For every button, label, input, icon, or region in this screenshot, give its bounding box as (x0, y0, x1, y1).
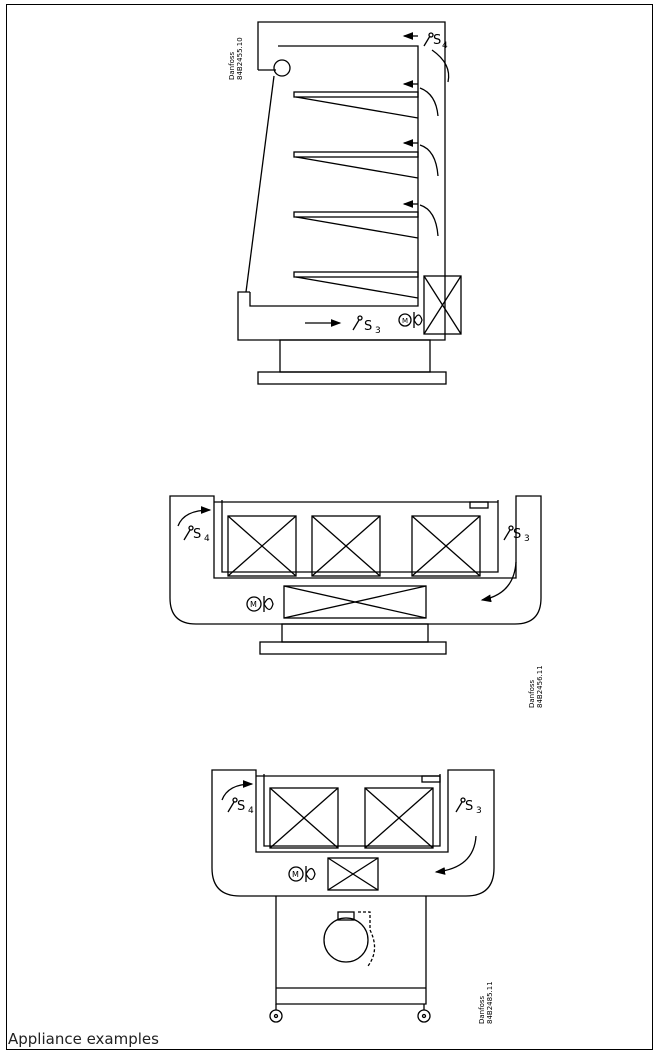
figure-caption: Appliance examples (8, 1030, 159, 1048)
evaporator (423, 275, 462, 335)
svg-text:Danfoss: Danfoss (478, 995, 486, 1024)
svg-text:Danfoss: Danfoss (228, 51, 236, 80)
air-flow-arrows (305, 32, 450, 327)
svg-text:84B2455.10: 84B2455.10 (236, 37, 244, 80)
svg-text:84B2485.11: 84B2485.11 (486, 981, 494, 1024)
figure-1-reference: Danfoss 84B2455.10 (228, 37, 244, 80)
figure-1-sensor-s3-sub: 3 (375, 326, 381, 336)
fan-motor (246, 596, 262, 612)
svg-text:Danfoss: Danfoss (528, 679, 536, 708)
evaporator (327, 857, 379, 891)
figure-2-sensor-s4: S (193, 527, 201, 542)
figure-2-sensor-s3-sub: 3 (524, 534, 530, 544)
figure-1-sensor-s4: S (433, 33, 441, 48)
figure-3-sensor-s3-sub: 3 (476, 806, 482, 816)
figure-3-motor-label: M (292, 870, 299, 879)
figure-3-sensor-s3: S (465, 799, 473, 814)
figure-3-sensor-s4-sub: 4 (248, 806, 254, 816)
figure-2-motor-label: M (250, 600, 257, 609)
evaporator (283, 585, 427, 619)
figure-1-sensor-s4-sub: 4 (442, 41, 448, 51)
figure-2-sensor-s3: S (513, 527, 521, 542)
figure-1-motor-label: M (402, 317, 408, 325)
figure-2-sensor-s4-sub: 4 (204, 534, 210, 544)
figure-frame (6, 4, 653, 1050)
figure-2-reference: Danfoss 84B2456.11 (528, 665, 544, 708)
compressor (323, 917, 369, 963)
fan-motor (398, 313, 412, 327)
figure-3-plugin-case (211, 769, 495, 1023)
figure-2-island-case (169, 495, 542, 655)
figure-1-sensor-s3: S (364, 319, 372, 334)
shelves (293, 91, 419, 299)
figure-1-multideck-case (237, 21, 462, 385)
svg-text:84B2456.11: 84B2456.11 (536, 665, 544, 708)
figure-3-reference: Danfoss 84B2485.11 (478, 981, 494, 1024)
figure-3-sensor-s4: S (237, 799, 245, 814)
fan-motor (288, 866, 304, 882)
